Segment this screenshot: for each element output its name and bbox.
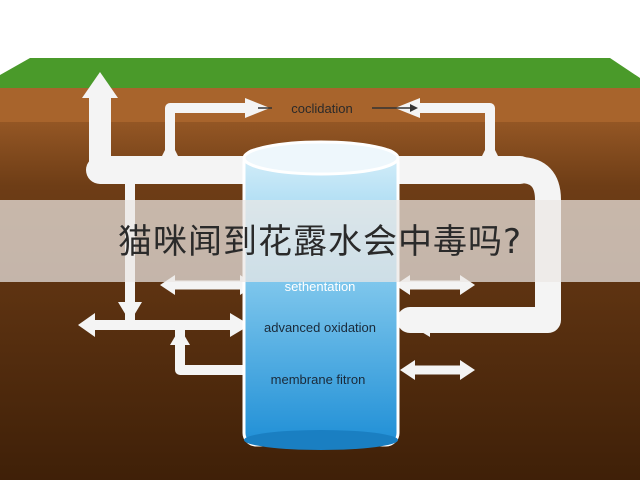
left-arrow-icon (78, 313, 95, 337)
left-arrow-icon (410, 313, 430, 337)
right-arrow-icon (460, 360, 475, 380)
up-arrow-icon (480, 140, 500, 160)
up-arrow-icon (170, 328, 190, 345)
treatment-tank (242, 140, 400, 450)
right-arrow-icon (245, 98, 270, 118)
label-membrane-filtration: membrane fitron (271, 372, 366, 387)
top-label-line (258, 104, 418, 112)
label-sedimentation: sethentation (285, 279, 356, 294)
label-coagulation: coclidation (291, 101, 352, 116)
right-arrow-icon (230, 313, 250, 337)
label-advanced-oxidation: advanced oxidation (264, 320, 376, 335)
up-arrow-icon (82, 72, 118, 98)
up-arrow-icon (160, 140, 180, 160)
left-arrow-icon (400, 360, 415, 380)
grass-layer (0, 58, 640, 95)
down-arrow-icon (118, 302, 142, 322)
caption-band (0, 200, 640, 282)
caption-title: 猫咪闻到花露水会中毒吗? (117, 222, 523, 262)
